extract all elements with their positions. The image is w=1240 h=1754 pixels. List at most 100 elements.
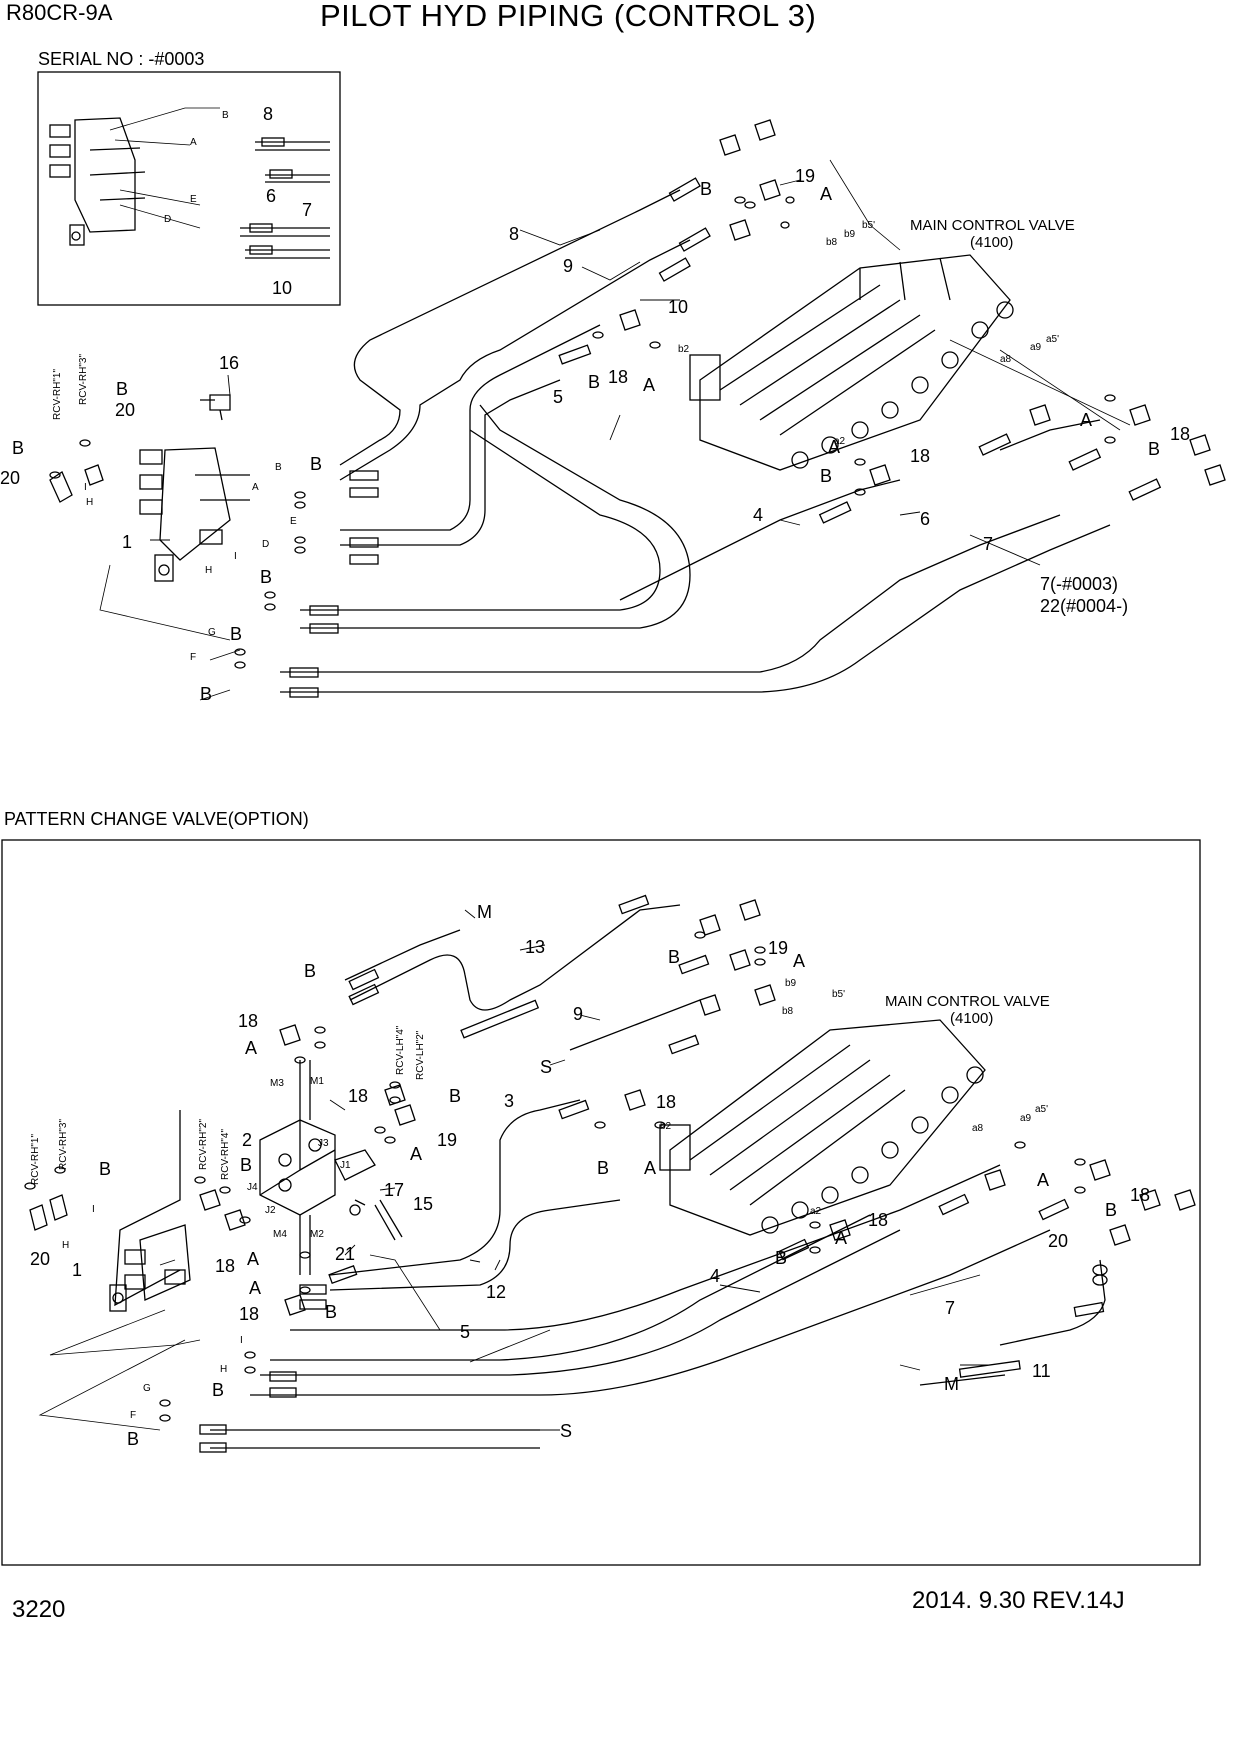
bottom-fittings bbox=[24, 899, 1196, 1422]
svg-text:18: 18 bbox=[238, 1011, 258, 1031]
svg-text:b9: b9 bbox=[785, 978, 797, 989]
svg-text:17: 17 bbox=[384, 1180, 404, 1200]
svg-text:B: B bbox=[820, 466, 832, 486]
main-control-valve-top bbox=[689, 254, 1014, 471]
svg-text:B: B bbox=[260, 567, 272, 587]
svg-text:1: 1 bbox=[72, 1260, 82, 1280]
bottom-leaders bbox=[38, 909, 990, 1431]
svg-text:M4: M4 bbox=[273, 1229, 287, 1240]
serial-range-label: SERIAL NO : -#0003 bbox=[38, 49, 205, 69]
svg-text:7: 7 bbox=[983, 534, 993, 554]
svg-text:B: B bbox=[325, 1302, 337, 1322]
svg-text:M3: M3 bbox=[270, 1078, 284, 1089]
callout-22-serial: 22(#0004-) bbox=[1040, 596, 1129, 616]
svg-text:M: M bbox=[944, 1374, 959, 1394]
svg-text:a8: a8 bbox=[1000, 354, 1012, 365]
svg-text:10: 10 bbox=[668, 297, 688, 317]
svg-text:A: A bbox=[793, 951, 805, 971]
svg-text:B: B bbox=[127, 1429, 139, 1449]
main-control-valve-label-bottom: MAIN CONTROL VALVE bbox=[885, 993, 1050, 1010]
inset-hoses bbox=[109, 107, 330, 259]
svg-text:H: H bbox=[62, 1240, 69, 1251]
svg-text:a9: a9 bbox=[1030, 342, 1042, 353]
svg-text:16: 16 bbox=[219, 353, 239, 373]
svg-text:1: 1 bbox=[122, 532, 132, 552]
svg-text:D: D bbox=[164, 214, 171, 225]
svg-text:5: 5 bbox=[553, 387, 563, 407]
svg-text:M2: M2 bbox=[310, 1229, 324, 1240]
svg-text:B: B bbox=[304, 961, 316, 981]
inset-block bbox=[49, 117, 146, 246]
svg-text:B: B bbox=[222, 110, 229, 121]
svg-text:I: I bbox=[234, 551, 237, 562]
svg-text:6: 6 bbox=[920, 509, 930, 529]
svg-text:18: 18 bbox=[656, 1092, 676, 1112]
svg-text:A: A bbox=[1080, 410, 1092, 430]
rcv-rh4-label: RCV-RH"4" bbox=[220, 1129, 231, 1180]
svg-text:8: 8 bbox=[509, 224, 519, 244]
svg-text:I: I bbox=[84, 482, 87, 493]
svg-text:A: A bbox=[644, 1158, 656, 1178]
svg-text:A: A bbox=[245, 1038, 257, 1058]
top-leaders bbox=[99, 159, 1131, 701]
svg-text:B: B bbox=[588, 372, 600, 392]
svg-text:D: D bbox=[262, 539, 269, 550]
svg-text:3: 3 bbox=[504, 1091, 514, 1111]
page-number: 3220 bbox=[12, 1596, 66, 1623]
svg-text:9: 9 bbox=[563, 256, 573, 276]
svg-text:7: 7 bbox=[302, 200, 312, 220]
svg-text:a9: a9 bbox=[1020, 1113, 1032, 1124]
svg-text:18: 18 bbox=[910, 446, 930, 466]
svg-text:19: 19 bbox=[795, 166, 815, 186]
svg-text:20: 20 bbox=[30, 1249, 50, 1269]
svg-text:5: 5 bbox=[460, 1322, 470, 1342]
svg-text:S: S bbox=[560, 1421, 572, 1441]
svg-text:B: B bbox=[230, 624, 242, 644]
svg-text:M1: M1 bbox=[310, 1076, 324, 1087]
svg-text:S: S bbox=[540, 1057, 552, 1077]
svg-text:a2: a2 bbox=[810, 1206, 822, 1217]
svg-text:B: B bbox=[700, 179, 712, 199]
model-code: R80CR-9A bbox=[6, 0, 113, 25]
left-valve-block-bottom bbox=[109, 1110, 191, 1312]
svg-text:4: 4 bbox=[710, 1266, 720, 1286]
top-hoses bbox=[280, 177, 1162, 698]
rcv-rh1-label-top: RCV-RH"1" bbox=[52, 369, 63, 420]
svg-text:b9: b9 bbox=[844, 229, 856, 240]
svg-text:E: E bbox=[190, 194, 197, 205]
serial-inset-frame bbox=[37, 71, 341, 306]
svg-text:9: 9 bbox=[573, 1004, 583, 1024]
svg-text:B: B bbox=[240, 1155, 252, 1175]
svg-text:18: 18 bbox=[608, 367, 628, 387]
svg-text:M: M bbox=[477, 902, 492, 922]
svg-text:20: 20 bbox=[1048, 1231, 1068, 1251]
svg-text:B: B bbox=[212, 1380, 224, 1400]
svg-text:B: B bbox=[116, 379, 128, 399]
top-orings bbox=[49, 119, 1226, 669]
svg-text:13: 13 bbox=[525, 937, 545, 957]
rcv-lh2-label: RCV-LH"2" bbox=[415, 1030, 426, 1080]
callout-7-serial: 7(-#0003) bbox=[1040, 574, 1119, 594]
main-control-valve-bottom bbox=[659, 1019, 986, 1236]
svg-text:18: 18 bbox=[1130, 1185, 1150, 1205]
svg-text:a8: a8 bbox=[972, 1123, 984, 1134]
main-control-valve-code-bottom: (4100) bbox=[950, 1010, 994, 1027]
svg-text:J3: J3 bbox=[318, 1138, 329, 1149]
svg-text:4: 4 bbox=[753, 505, 763, 525]
svg-text:18: 18 bbox=[239, 1304, 259, 1324]
revision-date: 2014. 9.30 REV.14J bbox=[912, 1587, 1125, 1614]
svg-text:a2: a2 bbox=[834, 436, 846, 447]
svg-text:10: 10 bbox=[272, 278, 292, 298]
svg-text:20: 20 bbox=[115, 400, 135, 420]
left-valve-block-top bbox=[139, 447, 250, 582]
page-title: PILOT HYD PIPING (CONTROL 3) bbox=[320, 0, 817, 33]
svg-text:18: 18 bbox=[868, 1210, 888, 1230]
svg-text:H: H bbox=[220, 1364, 227, 1375]
callout-labels: 8 7 6 10 BA ED 8 9 10 B 19 A b5'b9 b8 18… bbox=[0, 104, 1190, 1449]
svg-text:B: B bbox=[99, 1159, 111, 1179]
svg-text:b8: b8 bbox=[826, 237, 838, 248]
svg-text:18: 18 bbox=[215, 1256, 235, 1276]
rcv-rh2-label: RCV-RH"2" bbox=[198, 1119, 209, 1170]
svg-text:H: H bbox=[86, 497, 93, 508]
